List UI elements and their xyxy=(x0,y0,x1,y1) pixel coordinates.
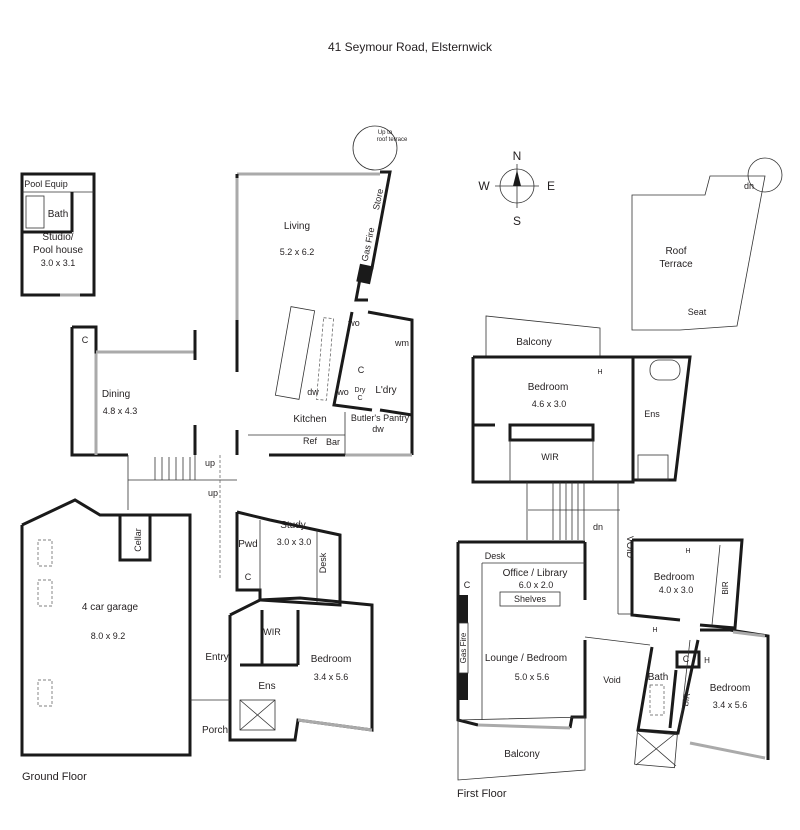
ref-label: Ref xyxy=(303,436,318,446)
compass-e: E xyxy=(547,179,555,193)
room-studio: Studio/ xyxy=(42,232,73,243)
void-vertical-label: VOID xyxy=(625,536,635,559)
bir-label-1: BIR xyxy=(721,581,730,595)
compass-s: S xyxy=(513,214,521,228)
desk-label: Desk xyxy=(318,552,328,573)
first-floor-label: First Floor xyxy=(457,788,507,800)
store-label: Store xyxy=(371,188,385,211)
room-studio-l2: Pool house xyxy=(33,245,83,256)
dry-c-label: C xyxy=(357,395,362,402)
room-pwd: Pwd xyxy=(238,539,257,550)
room-ens: Ens xyxy=(644,409,660,419)
room-porch: Porch xyxy=(202,725,228,736)
dw-butlers-label: dw xyxy=(372,424,384,434)
wo-label: wo xyxy=(347,318,360,328)
room-living: Living xyxy=(284,221,310,232)
room-living-dim: 5.2 x 6.2 xyxy=(280,247,315,257)
up-label: up xyxy=(205,458,215,468)
room-bedroom-1-dim: 4.6 x 3.0 xyxy=(532,399,567,409)
dry-label: Dry xyxy=(355,387,366,394)
room-studio-dim: 3.0 x 3.1 xyxy=(41,258,76,268)
compass: N W E S xyxy=(478,149,555,228)
room-office: Office / Library xyxy=(503,568,568,579)
h-label-1: H xyxy=(597,369,602,376)
room-bedroom-dim: 3.4 x 5.6 xyxy=(314,672,349,682)
up-label-2: up xyxy=(208,488,218,498)
c-bath-label: C xyxy=(683,654,690,664)
room-bedroom-2: Bedroom xyxy=(654,572,695,583)
first-floor-labels: dn Roof Terrace Seat Balcony H Bedroom 4… xyxy=(457,181,754,800)
room-bedroom-3-dim: 3.4 x 5.6 xyxy=(713,700,748,710)
gas-fire-label: Gas Fire xyxy=(459,632,468,663)
c-office-label: C xyxy=(464,580,471,590)
c-kitchen-label: C xyxy=(358,365,365,375)
c-dining-label: C xyxy=(82,335,89,345)
desk-label: Desk xyxy=(485,551,506,561)
room-garage: 4 car garage xyxy=(82,602,139,613)
room-ens: Ens xyxy=(258,681,275,692)
page-title: 41 Seymour Road, Elsternwick xyxy=(328,40,493,54)
c-study-label: C xyxy=(245,572,252,582)
compass-w: W xyxy=(478,179,490,193)
bir-label-2: BIR xyxy=(681,692,692,707)
room-bedroom-3: Bedroom xyxy=(710,683,751,694)
wm-label: wm xyxy=(394,338,409,348)
room-garage-dim: 8.0 x 9.2 xyxy=(91,631,126,641)
dn-roof-label: dn xyxy=(744,181,754,191)
h-label-3: H xyxy=(652,627,657,634)
room-dining: Dining xyxy=(102,389,130,400)
dn-stairs-label: dn xyxy=(593,522,603,532)
room-roof-terrace-2: Terrace xyxy=(659,259,693,270)
shelves-label: Shelves xyxy=(514,594,547,604)
wo-label-2: wo xyxy=(336,387,349,397)
room-butlers-pantry: Butler's Pantry xyxy=(351,413,410,423)
room-bedroom-1: Bedroom xyxy=(528,382,569,393)
room-lounge: Lounge / Bedroom xyxy=(485,653,567,664)
spiral-label-2: roof terrace xyxy=(377,137,408,143)
h-label-4: H xyxy=(704,656,710,665)
ground-floor-labels: Pool Equip Bath Studio/ Pool house 3.0 x… xyxy=(22,130,410,783)
room-wir: WIR xyxy=(263,627,281,637)
void-label: Void xyxy=(603,675,621,685)
room-bedroom: Bedroom xyxy=(311,654,352,665)
room-dining-dim: 4.8 x 4.3 xyxy=(103,406,138,416)
room-balcony-bottom: Balcony xyxy=(504,749,540,760)
room-bedroom-2-dim: 4.0 x 3.0 xyxy=(659,585,694,595)
seat-label: Seat xyxy=(688,307,707,317)
room-study-dim: 3.0 x 3.0 xyxy=(277,537,312,547)
ground-floor-label: Ground Floor xyxy=(22,771,87,783)
room-studio-bath: Bath xyxy=(48,209,69,220)
first-floor-walls xyxy=(456,157,783,781)
room-cellar: Cellar xyxy=(133,528,143,552)
room-bath: Bath xyxy=(648,672,669,683)
room-roof-terrace: Roof xyxy=(665,246,686,257)
room-pool-equip: Pool Equip xyxy=(24,179,68,189)
room-kitchen: Kitchen xyxy=(293,414,326,425)
room-balcony-top: Balcony xyxy=(516,337,552,348)
h-label-2: H xyxy=(685,548,690,555)
room-entry: Entry xyxy=(205,652,228,663)
room-office-dim: 6.0 x 2.0 xyxy=(519,580,554,590)
compass-n: N xyxy=(513,149,522,163)
ground-floor-walls xyxy=(20,125,414,757)
room-lounge-dim: 5.0 x 5.6 xyxy=(515,672,550,682)
spiral-label: Up to xyxy=(378,130,393,136)
room-study: Study xyxy=(280,520,306,531)
bar-label: Bar xyxy=(326,437,340,447)
room-laundry: L'dry xyxy=(375,385,396,396)
dw-kitchen-label: dw xyxy=(307,387,319,397)
room-wir: WIR xyxy=(541,452,559,462)
